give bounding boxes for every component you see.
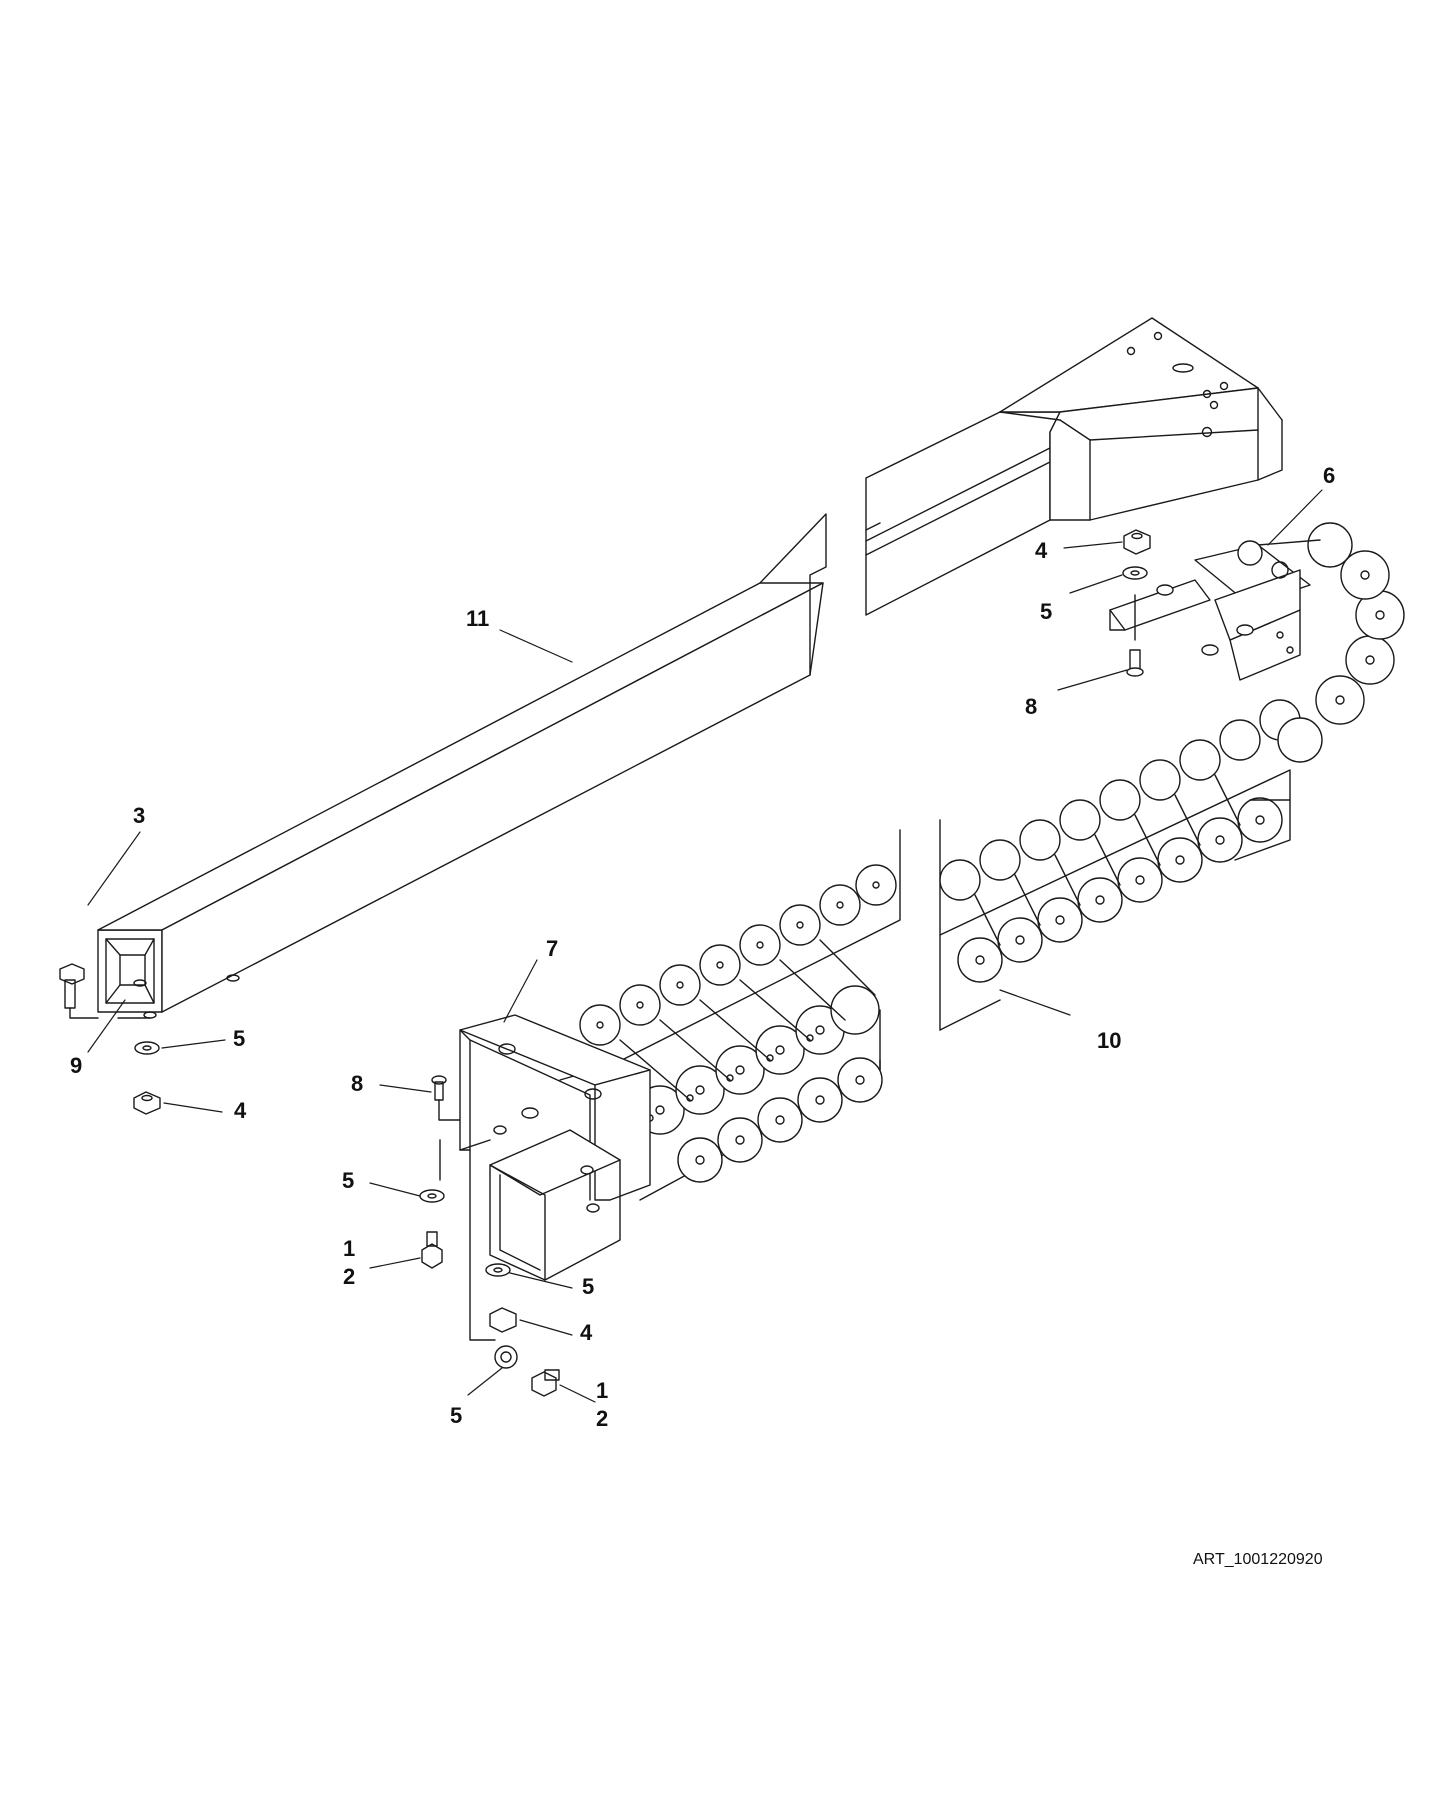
callout-1-bottom: 1 <box>596 1378 609 1403</box>
callout-9: 9 <box>70 1053 83 1078</box>
art-reference-code: ART_1001220920 <box>1193 1551 1323 1568</box>
callout-8-left: 8 <box>351 1071 364 1096</box>
callout-leaders <box>88 490 1322 1402</box>
cable-carrier-chain <box>560 523 1404 1200</box>
square-tube-beam <box>98 514 826 1018</box>
callout-5-mid: 5 <box>342 1168 355 1193</box>
callout-7: 7 <box>546 936 559 961</box>
callout-2-bottom: 2 <box>596 1406 609 1431</box>
callout-11: 11 <box>466 606 490 631</box>
callout-3: 3 <box>133 803 146 828</box>
callout-1-mid: 1 <box>343 1236 356 1261</box>
lower-chain-bracket <box>460 1015 650 1280</box>
callout-5-right-low: 5 <box>582 1274 595 1299</box>
callout-6: 6 <box>1323 463 1336 488</box>
upper-mount-bracket <box>866 318 1282 615</box>
callout-4-left: 4 <box>234 1098 247 1123</box>
upper-chain-bracket <box>1110 540 1320 680</box>
callout-5-bottom: 5 <box>450 1403 463 1428</box>
callout-5-top: 5 <box>1040 599 1053 624</box>
callout-10: 10 <box>1097 1028 1122 1053</box>
callout-4-top: 4 <box>1035 538 1048 563</box>
callout-8-top: 8 <box>1025 694 1038 719</box>
hardware-fasteners <box>60 530 1150 1396</box>
callout-2-mid: 2 <box>343 1264 356 1289</box>
callout-4-low: 4 <box>580 1320 593 1345</box>
callout-5-left: 5 <box>233 1026 246 1051</box>
